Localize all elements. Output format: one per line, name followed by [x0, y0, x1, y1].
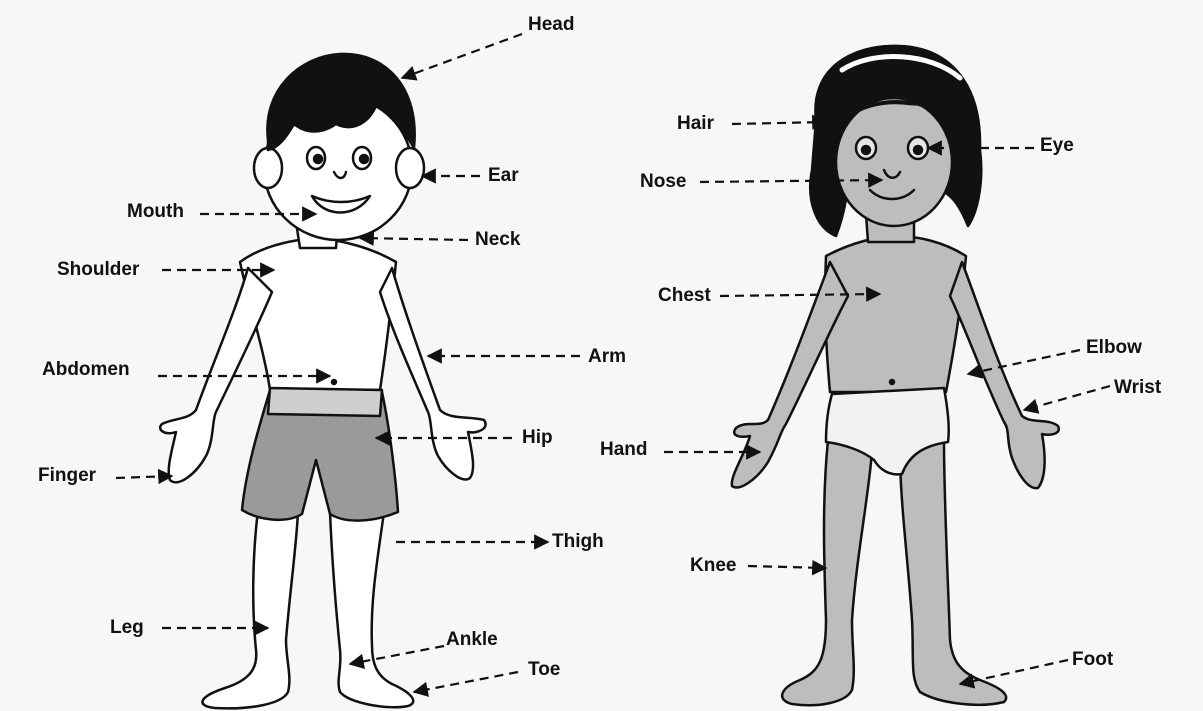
label-finger: Finger [38, 466, 96, 485]
label-elbow: Elbow [1086, 338, 1142, 357]
girl-right-arm [950, 262, 1059, 488]
label-neck: Neck [475, 230, 520, 249]
label-hair: Hair [677, 114, 714, 133]
label-wrist: Wrist [1114, 378, 1161, 397]
label-shoulder: Shoulder [57, 260, 139, 279]
label-knee: Knee [690, 556, 736, 575]
label-abdomen: Abdomen [42, 360, 130, 379]
boy-left-leg [202, 510, 298, 708]
label-thigh: Thigh [552, 532, 604, 551]
label-eye: Eye [1040, 136, 1074, 155]
label-nose: Nose [640, 172, 686, 191]
label-foot: Foot [1072, 650, 1113, 669]
girl-left-leg [782, 440, 872, 705]
label-arm: Arm [588, 347, 626, 366]
label-ear: Ear [488, 166, 519, 185]
label-hip: Hip [522, 428, 553, 447]
girl-figure [732, 46, 1059, 705]
boy-left-ear [254, 148, 282, 188]
girl-head [836, 98, 952, 226]
boy-figure [160, 54, 485, 708]
label-leg: Leg [110, 618, 144, 637]
boy-waistband [268, 388, 382, 416]
label-toe: Toe [528, 660, 560, 679]
label-chest: Chest [658, 286, 711, 305]
boy-right-arm [380, 268, 486, 479]
label-hand: Hand [600, 440, 648, 459]
label-head: Head [528, 15, 574, 34]
girl-torso [825, 236, 966, 392]
girl-right-leg [900, 440, 1006, 705]
boy-right-ear [396, 148, 424, 188]
label-ankle: Ankle [446, 630, 498, 649]
label-mouth: Mouth [127, 202, 184, 221]
